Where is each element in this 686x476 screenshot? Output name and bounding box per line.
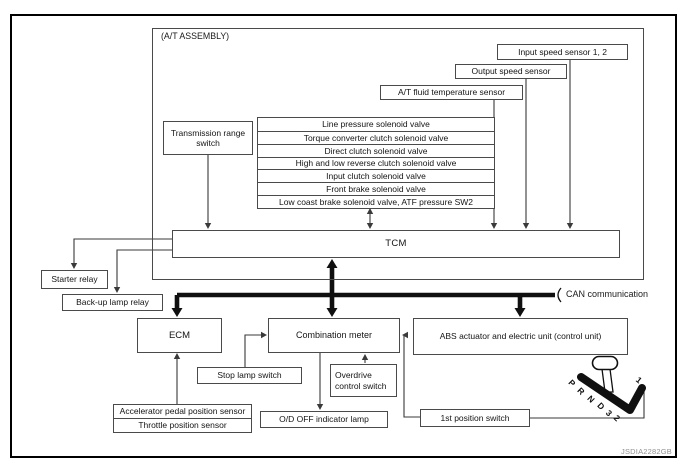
thin-arrowheads [70, 208, 574, 410]
solenoid-row: High and low reverse clutch solenoid val… [258, 156, 494, 170]
solenoid-row: Line pressure solenoid valve [322, 119, 430, 130]
throttle-position-sensor: Throttle position sensor [114, 418, 251, 432]
at-assembly-label: (A/T ASSEMBLY) [161, 31, 230, 41]
backup-lamp-relay-box: Back-up lamp relay [62, 294, 163, 311]
solenoid-row: Torque converter clutch solenoid valve [258, 130, 494, 144]
figure-code: JSDIA2282GB [621, 447, 672, 456]
od-off-indicator-lamp-box: O/D OFF indicator lamp [260, 411, 388, 428]
combination-meter-box: Combination meter [268, 318, 400, 353]
solenoid-row: Low coast brake solenoid valve, ATF pres… [258, 195, 494, 208]
shift-lever-icon: P R N D 3 2 1 [566, 355, 646, 424]
solenoid-valve-list: Line pressure solenoid valve Torque conv… [257, 117, 495, 209]
first-position-switch-box: 1st position switch [420, 409, 530, 427]
solenoid-row: Direct clutch solenoid valve [258, 143, 494, 157]
lever-pos-n: N [585, 393, 596, 404]
pedal-sensor-stack: Accelerator pedal position sensor Thrott… [113, 404, 252, 433]
can-bracket [557, 287, 562, 303]
outer-frame [10, 14, 677, 458]
ecm-box: ECM [137, 318, 222, 353]
stop-lamp-switch-box: Stop lamp switch [197, 367, 302, 384]
solenoid-row: Front brake solenoid valve [258, 182, 494, 195]
lever-pos-3: 3 [604, 408, 615, 419]
lever-pos-d: D [595, 400, 606, 411]
thin-wires [73, 60, 645, 419]
input-speed-sensor-box: Input speed sensor 1, 2 [497, 44, 628, 60]
can-bus-lines [174, 263, 555, 312]
output-speed-sensor-box: Output speed sensor [455, 64, 567, 79]
starter-relay-box: Starter relay [41, 270, 108, 289]
overdrive-control-switch-box: Overdrive control switch [330, 364, 397, 397]
transmission-range-switch-box: Transmission range switch [163, 121, 253, 155]
abs-actuator-box: ABS actuator and electric unit (control … [413, 318, 628, 355]
lever-pos-1: 1 [634, 375, 644, 386]
solenoid-row: Input clutch solenoid valve [258, 169, 494, 182]
at-assembly-box [152, 28, 644, 280]
lever-pos-2: 2 [612, 413, 623, 424]
fluid-temperature-sensor-box: A/T fluid temperature sensor [380, 85, 523, 100]
lever-pos-r: R [575, 385, 586, 396]
tcm-box: TCM [172, 230, 620, 258]
can-communication-label: CAN communication [566, 289, 649, 299]
accelerator-pedal-position-sensor: Accelerator pedal position sensor [119, 406, 246, 417]
lever-pos-p: P [566, 377, 577, 388]
can-bus-arrowheads [171, 259, 526, 317]
